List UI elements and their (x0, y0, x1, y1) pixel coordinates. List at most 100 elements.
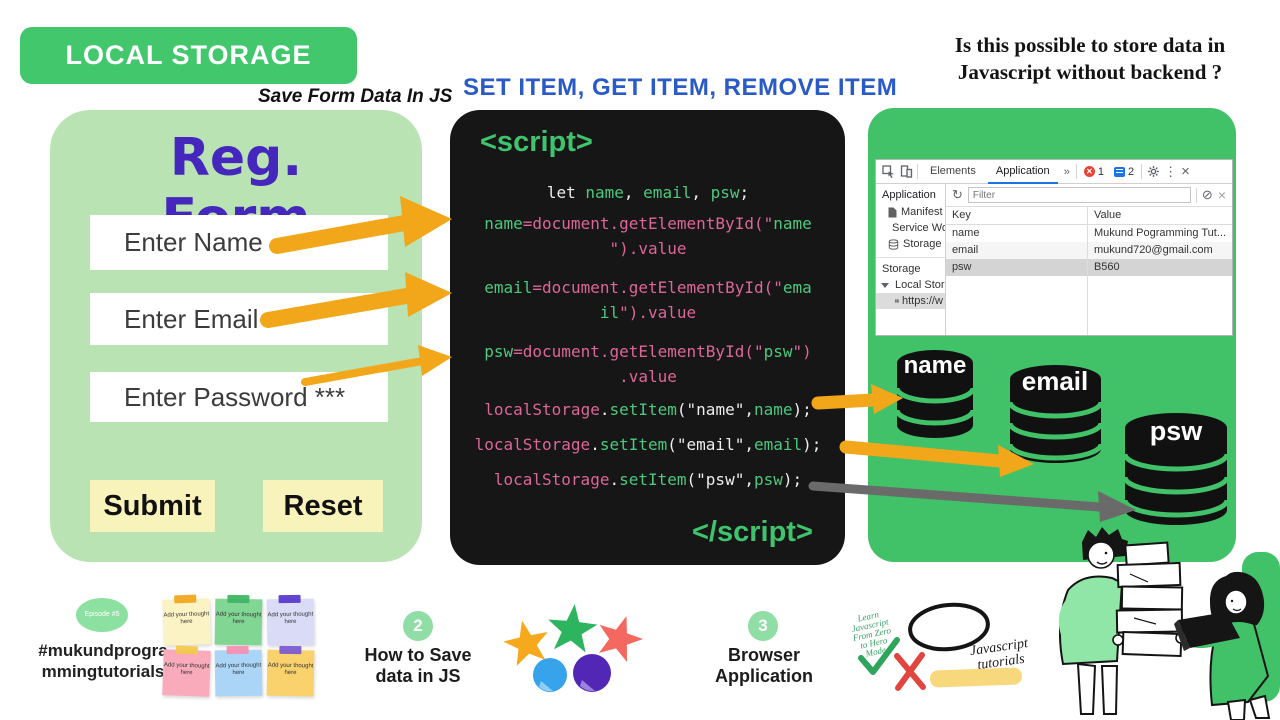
devtools-sidebar: Application Manifest Service Wo Storage … (876, 184, 946, 335)
script-close-tag: </script> (692, 516, 813, 548)
question-text: Is this possible to store data in Javasc… (925, 32, 1255, 86)
filter-separator (1195, 187, 1197, 203)
refresh-icon[interactable]: ↻ (951, 187, 963, 202)
step-3-circle: 3 (748, 611, 778, 641)
code-lines: let name, email, psw;name=document.getEl… (474, 183, 822, 489)
sticky-note: Add your thought here (162, 645, 211, 697)
expander-icon[interactable] (881, 282, 889, 288)
cylinder-name: name (894, 348, 976, 445)
sticky-note: Add your thought here (162, 594, 211, 646)
message-icon (1113, 166, 1125, 177)
submit-button[interactable]: Submit (90, 480, 215, 532)
devtools-toolbar: Elements Application » ✕ 1 2 ⋮ × (876, 160, 1232, 184)
error-icon: ✕ (1083, 166, 1095, 177)
hand-drawn-oval (908, 602, 990, 652)
sidebar-section-storage: Storage (876, 257, 945, 277)
table-grid-icon (895, 299, 899, 303)
sticky-note: Add your thought here (214, 645, 263, 697)
question-line-2: Javascript without backend ? (957, 60, 1223, 84)
green-star-icon (548, 604, 598, 653)
database-icon (888, 238, 899, 250)
blue-circle-sticker (533, 658, 567, 692)
red-star-icon (599, 616, 643, 662)
sticky-note: Add your thought here (266, 645, 315, 697)
episode-badge: Episode #5 (76, 598, 128, 632)
hashtag-line-2: mmingtutorials (41, 662, 165, 681)
error-badge[interactable]: ✕ 1 (1081, 166, 1107, 178)
more-tabs-icon[interactable]: » (1063, 165, 1070, 178)
green-check-icon (858, 637, 900, 675)
tree-item-local-storage[interactable]: Local Stora (876, 277, 945, 293)
close-icon[interactable]: × (1181, 163, 1190, 180)
name-input[interactable] (90, 215, 388, 270)
manifest-icon (888, 207, 897, 217)
sidebar-header: Application (882, 189, 936, 201)
error-count: 1 (1097, 165, 1104, 178)
toolbar-separator (1141, 164, 1143, 179)
column-header-key[interactable]: Key (946, 207, 1088, 224)
sidebar-item-label: Service Wo (892, 222, 946, 234)
gear-icon[interactable] (1146, 165, 1160, 179)
sticky-note: Add your thought here (214, 594, 263, 646)
column-header-value[interactable]: Value (1093, 209, 1122, 221)
tab-elements[interactable]: Elements (930, 164, 976, 177)
toolbar-separator (917, 164, 918, 179)
sidebar-item-label: Storage (903, 238, 942, 250)
device-toolbar-icon[interactable] (899, 165, 913, 179)
sticky-note: Add your thought here (266, 594, 315, 646)
message-badge[interactable]: 2 (1111, 166, 1137, 178)
filter-input[interactable] (967, 187, 1191, 203)
tab-application[interactable]: Application (987, 160, 1058, 184)
cylinder-name-label: name (904, 352, 967, 379)
red-x-icon (894, 652, 926, 691)
tree-item-origin[interactable]: https://w (876, 293, 945, 309)
step-3-line-1: Browser (727, 645, 801, 665)
block-icon[interactable]: ⊘ (1201, 187, 1213, 202)
script-open-tag: <script> (480, 126, 593, 158)
clear-icon[interactable]: × (1217, 187, 1226, 203)
code-panel (450, 110, 845, 565)
table-header: Key Value (945, 207, 1232, 225)
sidebar-item-storage[interactable]: Storage (876, 236, 945, 252)
people-illustration (1058, 527, 1280, 720)
hashtag-text: #mukundprogra mmingtutorials (28, 640, 178, 682)
subtitle-save-form: Save Form Data In JS (258, 86, 453, 107)
message-count: 2 (1127, 165, 1135, 178)
purple-circle-sticker (573, 654, 611, 692)
empty-key-column (946, 276, 1088, 335)
orange-star-icon (503, 620, 548, 667)
reset-button[interactable]: Reset (263, 480, 383, 532)
step-2-line-2: data in JS (375, 666, 461, 686)
sidebar-item-service-workers[interactable]: Service Wo (876, 220, 945, 236)
subtitle-set-get-remove: SET ITEM, GET ITEM, REMOVE ITEM (463, 74, 898, 101)
filter-bar: ↻ ⊘ × (945, 184, 1232, 207)
password-input[interactable] (90, 372, 388, 422)
step-2-line-1: How to Save (364, 645, 472, 665)
cylinder-email: email (1007, 363, 1104, 470)
step-3-label: Browser Application (697, 645, 831, 687)
cylinder-email-label: email (1022, 366, 1089, 396)
cylinder-psw: psw (1122, 410, 1230, 533)
sidebar-item-manifest[interactable]: Manifest (876, 204, 945, 220)
sidebar-item-label: Manifest (901, 206, 943, 218)
kebab-menu-icon[interactable]: ⋮ (1164, 163, 1178, 179)
email-input[interactable] (90, 293, 388, 345)
step-2-circle: 2 (403, 611, 433, 641)
question-line-1: Is this possible to store data in (954, 33, 1226, 57)
hashtag-line-1: #mukundprogra (38, 641, 168, 660)
toolbar-separator (1075, 164, 1077, 179)
banner-title: LOCAL STORAGE (65, 40, 312, 70)
step-3-line-2: Application (715, 666, 813, 686)
star-stickers (503, 604, 643, 692)
local-storage-banner: LOCAL STORAGE (20, 27, 357, 84)
step-2-label: How to Save data in JS (352, 645, 484, 687)
tree-item-label: https://w (901, 295, 943, 307)
inspect-icon[interactable] (881, 165, 895, 179)
